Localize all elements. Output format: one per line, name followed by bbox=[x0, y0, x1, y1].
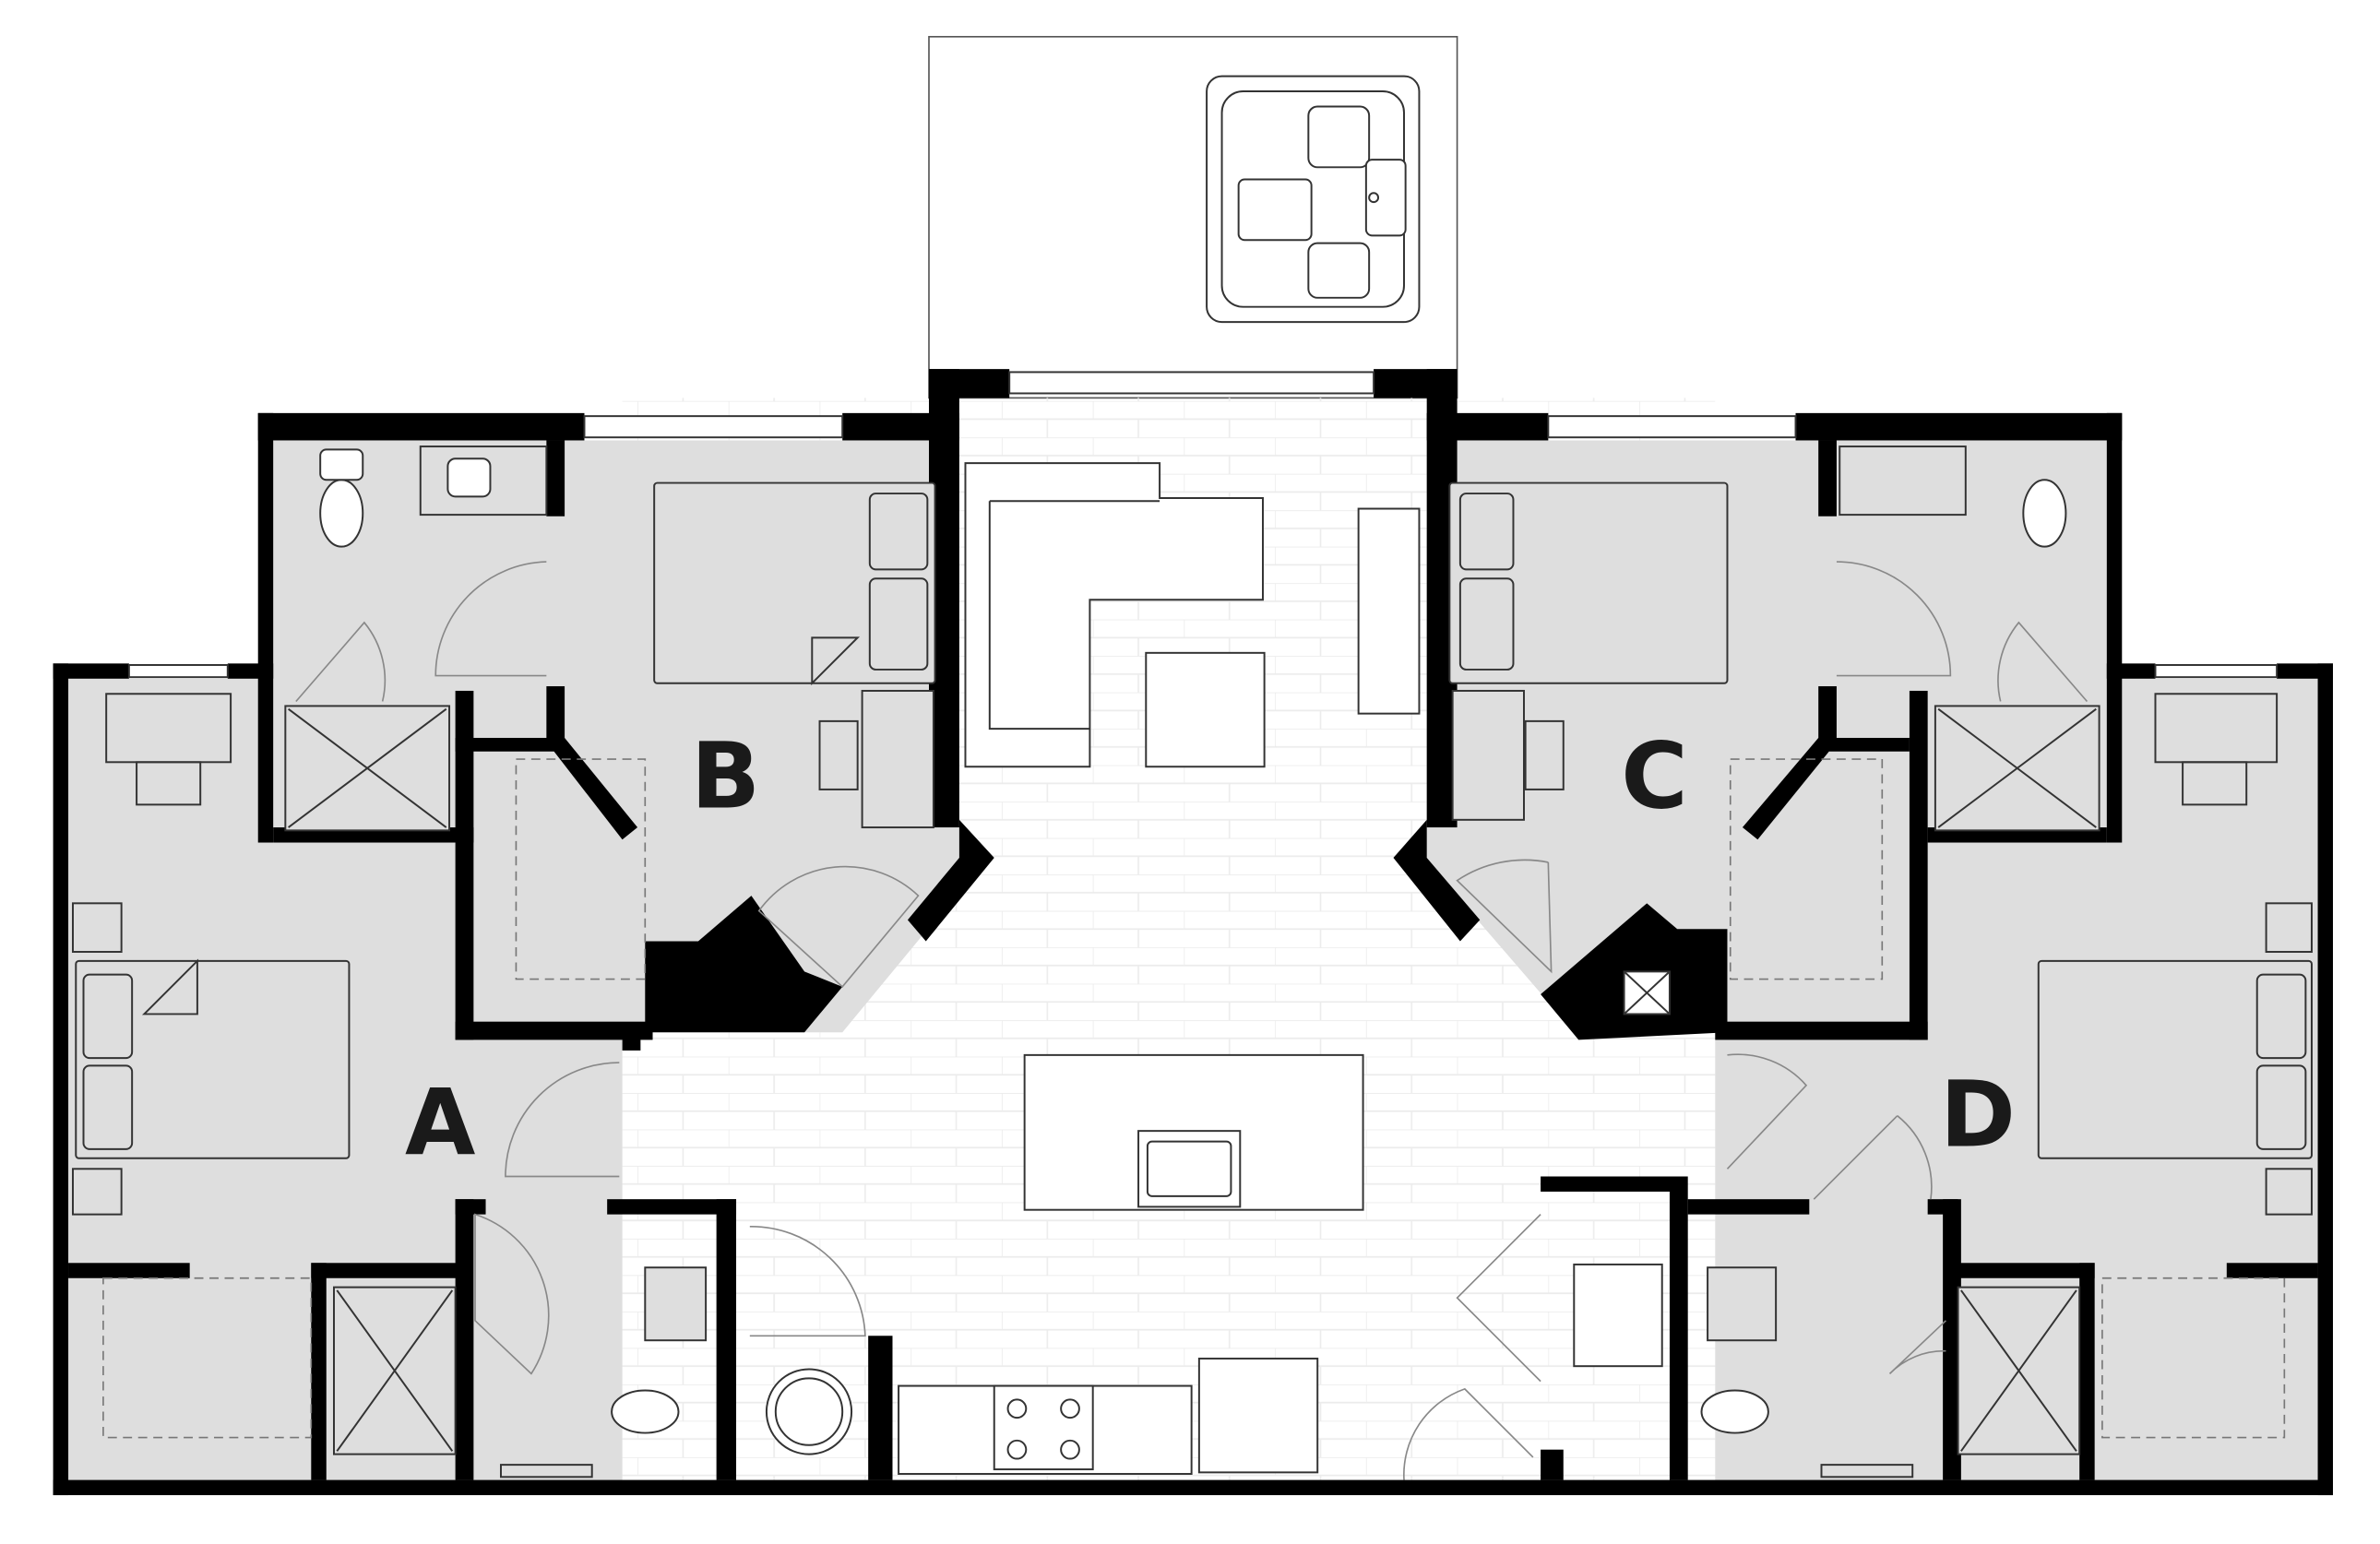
unit-label-d: D bbox=[1940, 1063, 2016, 1169]
furniture bbox=[71, 445, 2313, 1479]
tv-console bbox=[1357, 507, 1421, 715]
unit-label-a: A bbox=[405, 1070, 475, 1176]
bed-d bbox=[2037, 959, 2313, 1159]
unit-label-c: C bbox=[1621, 724, 1687, 830]
patio bbox=[928, 35, 1458, 399]
fridge bbox=[1197, 1357, 1319, 1474]
sofa bbox=[964, 462, 1264, 768]
stove bbox=[993, 1384, 1094, 1471]
unit-label-b: B bbox=[691, 724, 760, 830]
bed-a bbox=[75, 959, 351, 1159]
bed-b bbox=[653, 481, 936, 684]
walls bbox=[53, 369, 2333, 1496]
washer bbox=[1573, 1263, 1663, 1368]
coffee-table bbox=[1145, 651, 1266, 768]
doors bbox=[295, 561, 2088, 1480]
hot-tub bbox=[1206, 75, 1421, 324]
windows bbox=[127, 371, 2279, 679]
bed-c bbox=[1448, 481, 1729, 684]
